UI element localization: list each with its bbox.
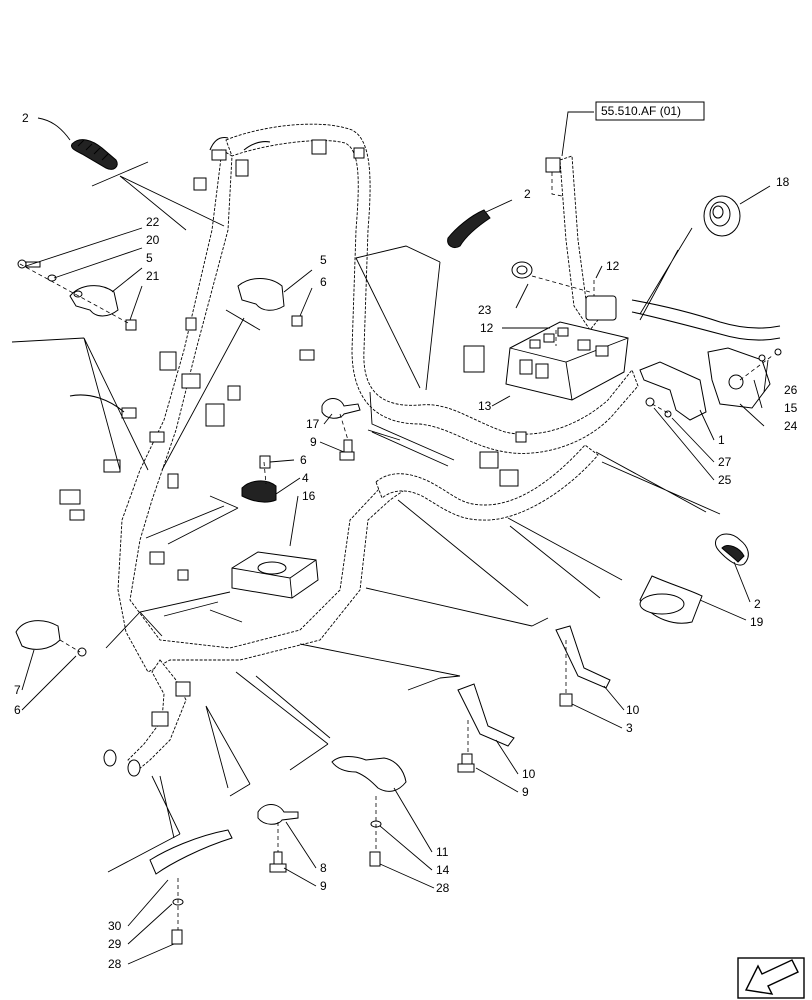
callout-9: 9: [522, 785, 529, 799]
main-harness: [117, 123, 781, 771]
grommet-part: [703, 195, 741, 237]
callout-24: 24: [784, 419, 798, 433]
callout-9: 9: [310, 435, 317, 449]
clip-part: [257, 804, 299, 873]
callout-11: 11: [436, 845, 449, 859]
callout-20: 20: [146, 233, 160, 247]
harness-connectors: [59, 136, 527, 581]
callout-5: 5: [320, 253, 327, 267]
callout-28: 28: [436, 881, 450, 895]
callout-8: 8: [320, 861, 327, 875]
callout-19: 19: [750, 615, 764, 629]
clamp-part: [69, 285, 119, 317]
callout-13: 13: [478, 399, 492, 413]
clamp-part: [15, 620, 87, 657]
bracket-part: [331, 756, 407, 867]
fuse-box: [505, 157, 629, 401]
callout-12: 12: [606, 259, 620, 273]
pad-part: [231, 551, 319, 599]
callout-15: 15: [784, 401, 798, 415]
bracket-part: [639, 347, 782, 421]
callout-12: 12: [480, 321, 494, 335]
callout-2: 2: [524, 187, 531, 201]
bracket-part: [457, 683, 515, 773]
cable-tie-part: [447, 209, 491, 249]
callout-30: 30: [108, 919, 122, 933]
callout-6: 6: [300, 453, 307, 467]
callout-6: 6: [14, 703, 21, 717]
callout-1: 1: [718, 433, 725, 447]
callout-numbers: 2 22 20 5 21 5 6 2 18 12 23 12 13 26 15 …: [14, 111, 798, 971]
assembly-lines: [19, 172, 773, 930]
clip-part: [241, 455, 277, 503]
callout-26: 26: [784, 383, 798, 397]
reference-link[interactable]: 55.510.AF (01): [595, 101, 705, 121]
group-pointers: [11, 161, 721, 873]
callout-6: 6: [320, 275, 327, 289]
bracket-part: [555, 625, 611, 707]
bolt-part: [17, 259, 303, 331]
callout-3: 3: [626, 721, 633, 735]
callout-17: 17: [306, 417, 320, 431]
callout-14: 14: [436, 863, 450, 877]
reference-label[interactable]: 55.510.AF (01): [601, 104, 681, 118]
connector-part: [511, 261, 533, 279]
callout-22: 22: [146, 215, 160, 229]
clip-part: [321, 398, 361, 461]
callout-18: 18: [776, 175, 790, 189]
bracket-part: [149, 829, 233, 945]
callout-10: 10: [626, 703, 640, 717]
cable-tie-part: [715, 533, 749, 566]
harness-end-connectors: [103, 681, 191, 777]
callout-28: 28: [108, 957, 122, 971]
callout-27: 27: [718, 455, 732, 469]
callout-9: 9: [320, 879, 327, 893]
cable-tie-part: [71, 139, 118, 170]
callout-2: 2: [754, 597, 761, 611]
callout-29: 29: [108, 937, 122, 951]
callout-5: 5: [146, 251, 153, 265]
callout-23: 23: [478, 303, 492, 317]
callout-7: 7: [14, 683, 21, 697]
grommet-part: [639, 575, 703, 624]
callout-10: 10: [522, 767, 536, 781]
clamp-part: [237, 278, 285, 311]
callout-16: 16: [302, 489, 316, 503]
callout-4: 4: [302, 471, 309, 485]
callout-25: 25: [718, 473, 732, 487]
callout-2: 2: [22, 111, 29, 125]
leader-lines: [21, 111, 771, 965]
arrow-icon[interactable]: [737, 957, 805, 999]
callout-21: 21: [146, 269, 160, 283]
